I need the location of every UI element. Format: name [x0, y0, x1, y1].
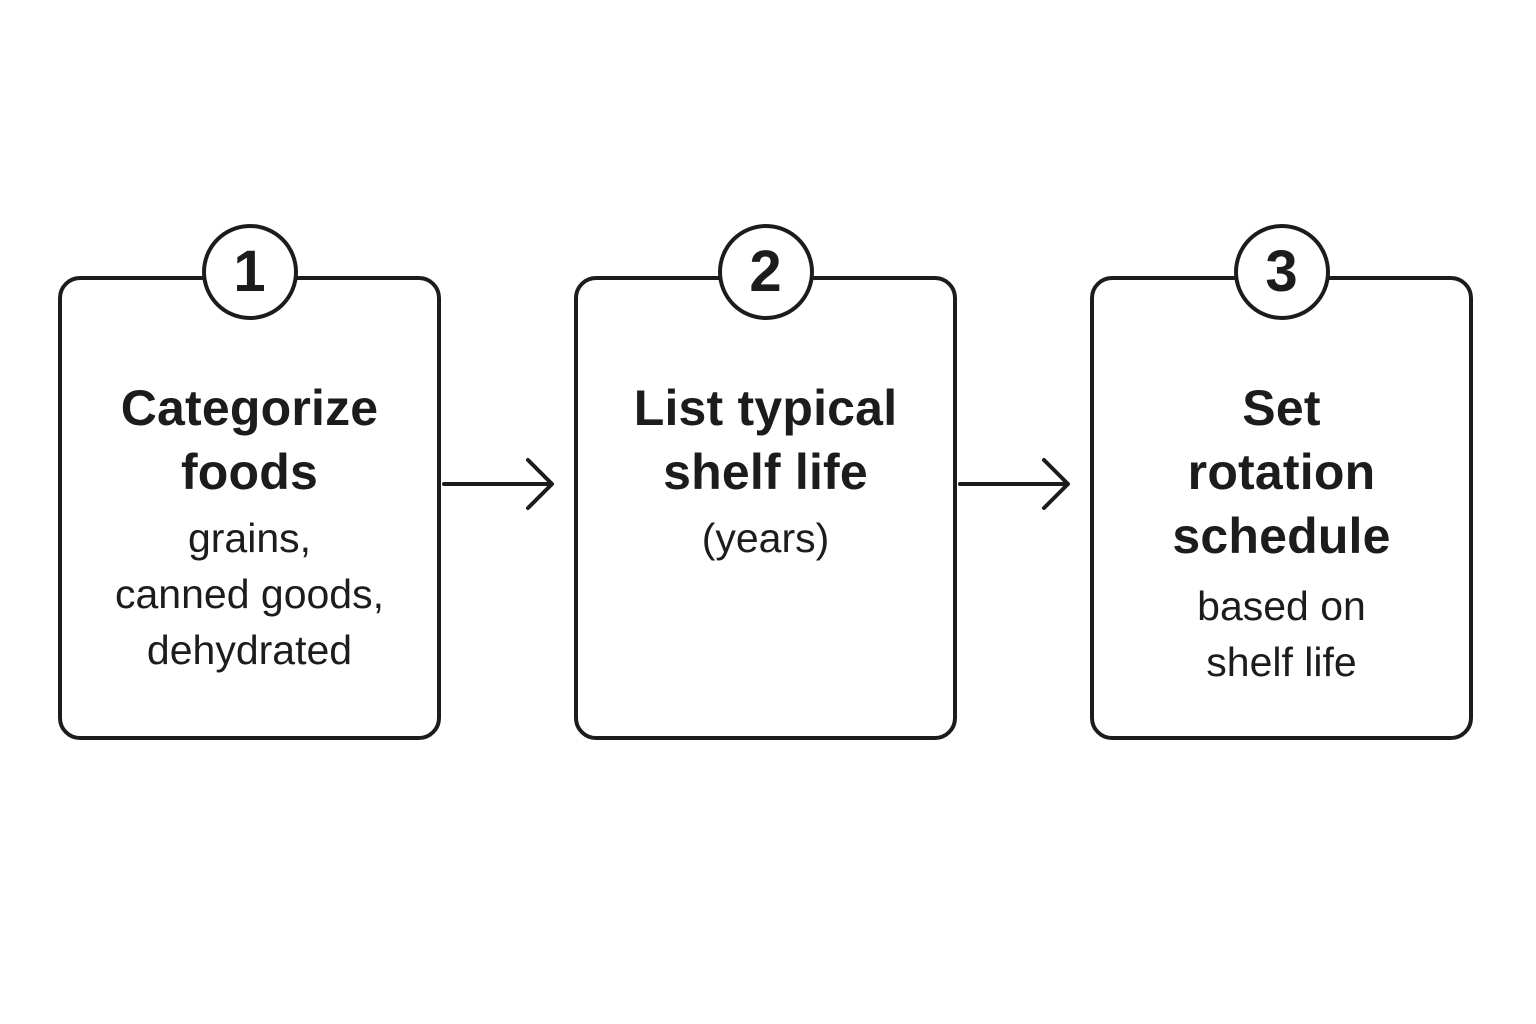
step-1-card: 1 Categorize foods grains, canned goods,… — [58, 224, 441, 740]
arrow-right-icon — [958, 458, 1070, 510]
step-2-title: List typical shelf life — [578, 376, 953, 504]
step-3-content: Set rotation schedule based on shelf lif… — [1094, 376, 1469, 690]
step-2-description-line: (years) — [701, 515, 830, 561]
arrow-right-icon — [442, 458, 554, 510]
step-3-description: based on shelf life — [1094, 578, 1469, 690]
step-3-title-line: rotation — [1187, 444, 1376, 500]
step-3-title-line: schedule — [1172, 508, 1391, 564]
step-1-title-line: foods — [180, 444, 319, 500]
step-1-title-line: Categorize — [120, 380, 379, 436]
step-1-description: grains, canned goods, dehydrated — [62, 510, 437, 678]
step-1-content: Categorize foods grains, canned goods, d… — [62, 376, 437, 678]
step-1-description-line: grains, — [187, 515, 312, 561]
step-3-description-line: based on — [1197, 583, 1366, 629]
step-2-title-line: shelf life — [663, 444, 868, 500]
step-1-description-line: dehydrated — [146, 627, 353, 673]
step-1-title: Categorize foods — [62, 376, 437, 504]
step-2-number-badge: 2 — [717, 224, 814, 320]
step-2-title-line: List typical — [633, 380, 898, 436]
step-1-description-line: canned goods, — [114, 571, 384, 617]
step-3-number-badge: 3 — [1233, 224, 1330, 320]
step-2-description: (years) — [578, 510, 953, 566]
step-3-title-line: Set — [1242, 380, 1321, 436]
step-3-title: Set rotation schedule — [1094, 376, 1469, 568]
step-1-number-badge: 1 — [201, 224, 298, 320]
step-3-card: 3 Set rotation schedule based on shelf l… — [1090, 224, 1473, 740]
step-3-description-line: shelf life — [1206, 639, 1357, 685]
step-2-content: List typical shelf life (years) — [578, 376, 953, 566]
step-2-card: 2 List typical shelf life (years) — [574, 224, 957, 740]
